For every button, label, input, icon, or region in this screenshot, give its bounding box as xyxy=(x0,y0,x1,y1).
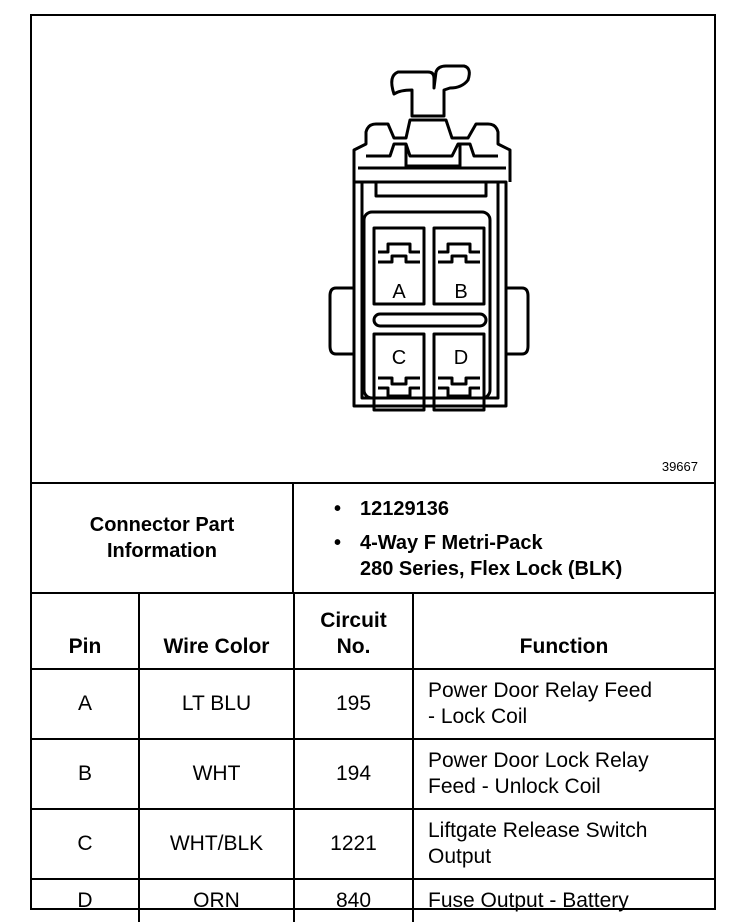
function-cell: Power Door Relay Feed - Lock Coil xyxy=(412,668,714,740)
connector-info-label-line1: Connector Part xyxy=(89,514,235,536)
table-header-row: Pin Wire Color Circuit No. Function xyxy=(32,594,714,670)
left-latch xyxy=(328,286,354,356)
figure-number: 39667 xyxy=(661,459,698,474)
table-row: B WHT 194 Power Door Lock Relay Feed - U… xyxy=(32,738,714,810)
header-function: Function xyxy=(412,594,714,670)
function-line1: Fuse Output - Battery xyxy=(428,889,629,912)
connector-part-information: Connector Part Information • 12129136 • … xyxy=(32,484,714,594)
function-line2: Output xyxy=(428,845,492,868)
table-row: D ORN 840 Fuse Output - Battery xyxy=(32,878,714,922)
cavity-a xyxy=(372,226,426,306)
header-circuit-line1: Circuit xyxy=(320,609,387,632)
part-number: 12129136 xyxy=(360,498,449,520)
wire-color-cell: ORN xyxy=(138,878,295,922)
function-cell: Fuse Output - Battery xyxy=(412,878,714,922)
cavity-c xyxy=(372,332,426,412)
bullet-icon: • xyxy=(334,498,342,520)
connector-info-label-line2: Information xyxy=(107,540,217,562)
wire-color-cell: WHT xyxy=(138,738,295,810)
connector-info-list: • 12129136 • 4-Way F Metri-Pack 280 Seri… xyxy=(294,496,712,590)
pin-cell: B xyxy=(32,738,140,810)
pin-table: Pin Wire Color Circuit No. Function A LT… xyxy=(32,594,714,922)
header-pin: Pin xyxy=(32,594,140,670)
connector-type-line2: 280 Series, Flex Lock (BLK) xyxy=(360,558,623,580)
connector-face-drawing: A B C D xyxy=(328,64,530,412)
right-latch xyxy=(506,286,530,356)
cavity-block xyxy=(362,210,492,400)
connector-shoulders xyxy=(352,118,512,182)
pin-label-c: C xyxy=(392,347,406,369)
connector-diagram: A B C D 39667 xyxy=(32,16,714,484)
circuit-cell: 840 xyxy=(293,878,414,922)
pin-label-a: A xyxy=(392,281,406,303)
connector-sheet: A B C D 39667 Connector Part Information… xyxy=(30,14,716,922)
lock-tab xyxy=(390,64,471,118)
table-row: A LT BLU 195 Power Door Relay Feed - Loc… xyxy=(32,668,714,740)
circuit-cell: 194 xyxy=(293,738,414,810)
divider-bar xyxy=(372,312,488,328)
pin-label-b: B xyxy=(454,281,467,303)
header-circuit-no: Circuit No. xyxy=(293,594,414,670)
pin-label-d: D xyxy=(454,347,468,369)
circuit-cell: 195 xyxy=(293,668,414,740)
pin-cell: D xyxy=(32,878,140,922)
function-line1: Power Door Relay Feed xyxy=(428,679,653,702)
connector-body xyxy=(352,180,508,408)
circuit-cell: 1221 xyxy=(293,808,414,880)
bullet-icon: • xyxy=(334,532,342,554)
connector-type-line1: 4-Way F Metri-Pack xyxy=(360,532,543,554)
function-cell: Power Door Lock Relay Feed - Unlock Coil xyxy=(412,738,714,810)
connector-type-item: • 4-Way F Metri-Pack 280 Series, Flex Lo… xyxy=(294,530,712,582)
function-line1: Power Door Lock Relay xyxy=(428,749,649,772)
header-wire-color: Wire Color xyxy=(138,594,295,670)
connector-info-label: Connector Part Information xyxy=(32,484,294,592)
cavity-b xyxy=(432,226,486,306)
pin-cell: A xyxy=(32,668,140,740)
function-line2: Feed - Unlock Coil xyxy=(428,775,601,798)
function-cell: Liftgate Release Switch Output xyxy=(412,808,714,880)
wire-color-cell: LT BLU xyxy=(138,668,295,740)
wire-color-cell: WHT/BLK xyxy=(138,808,295,880)
cavity-d xyxy=(432,332,486,412)
pin-cell: C xyxy=(32,808,140,880)
function-line2: - Lock Coil xyxy=(428,705,528,728)
table-row: C WHT/BLK 1221 Liftgate Release Switch O… xyxy=(32,808,714,880)
part-number-item: • 12129136 xyxy=(294,496,712,522)
function-line1: Liftgate Release Switch xyxy=(428,819,648,842)
header-circuit-line2: No. xyxy=(336,635,371,658)
